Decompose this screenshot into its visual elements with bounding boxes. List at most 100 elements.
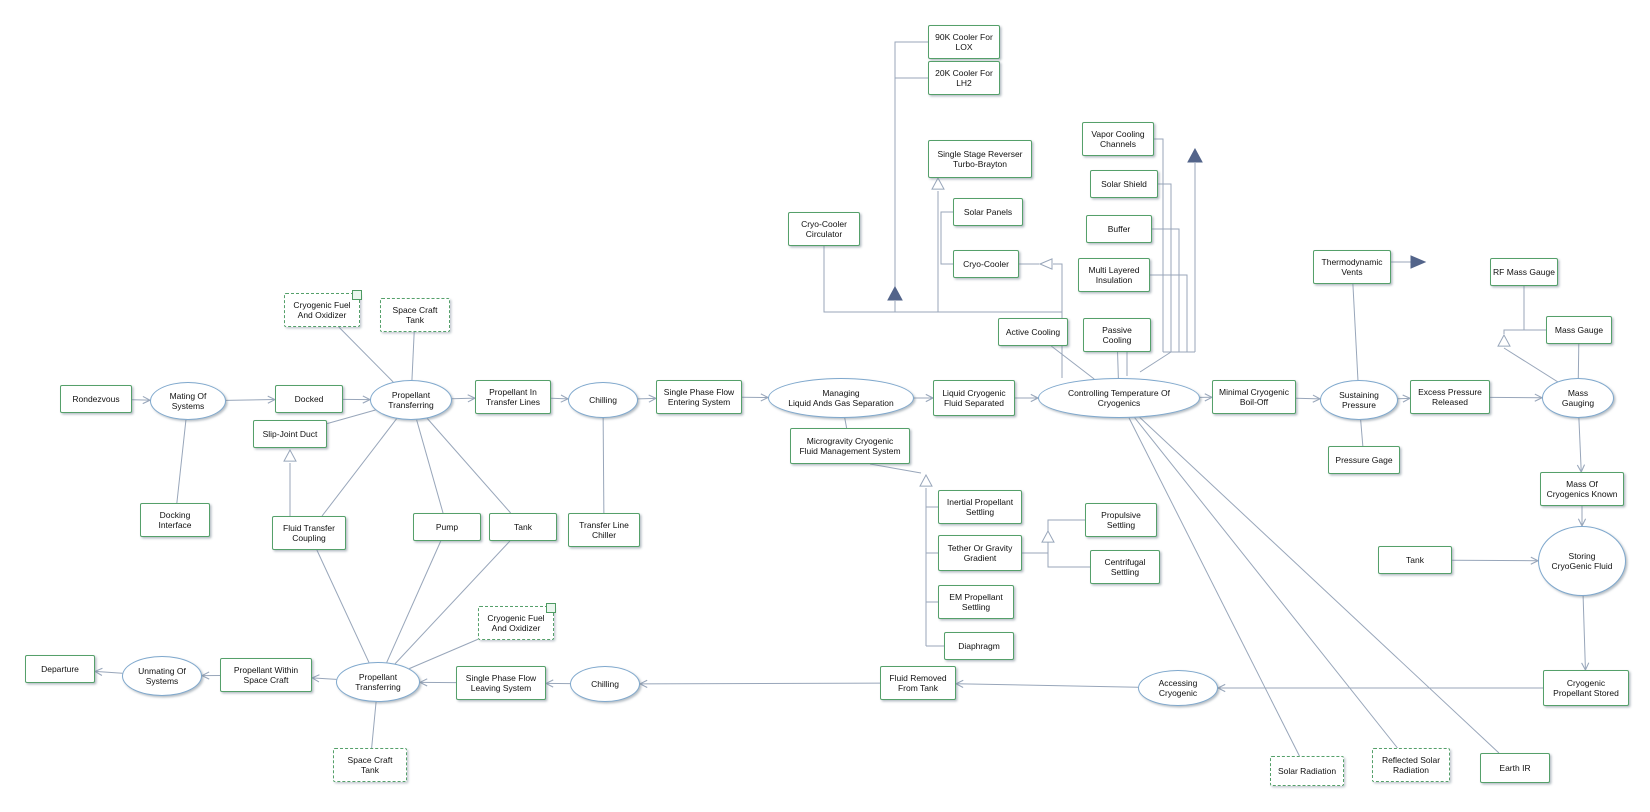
solar-panels[interactable]: Solar Panels <box>953 198 1023 226</box>
mating-of-systems[interactable]: Mating Of Systems <box>150 382 226 420</box>
sustaining-pressure[interactable]: Sustaining Pressure <box>1320 380 1398 420</box>
propellant-transferring-bottom[interactable]: Propellant Transferring <box>336 662 420 702</box>
tank-storage[interactable]: Tank <box>1378 546 1452 574</box>
cryogenic-fuel-oxidizer-bottom-label: Cryogenic Fuel And Oxidizer <box>487 612 545 633</box>
solar-radiation-label: Solar Radiation <box>1277 765 1337 776</box>
controlling-temperature-label: Controlling Temperature Of Cryogenics <box>1068 387 1170 408</box>
cryogenic-fuel-oxidizer-bottom[interactable]: Cryogenic Fuel And Oxidizer <box>478 603 556 640</box>
edge-polyline <box>894 41 928 288</box>
accessing-cryogenic[interactable]: Accessing Cryogenic <box>1138 670 1218 706</box>
cooler-20k-lh2[interactable]: 20K Cooler For LH2 <box>928 61 1000 95</box>
propellant-within-spacecraft[interactable]: Propellant Within Space Craft <box>220 658 312 692</box>
edge-managing-separation-to-microgravity-system <box>844 417 848 429</box>
minimal-cryogenic-boil-off[interactable]: Minimal Cryogenic Boil-Off <box>1212 380 1296 414</box>
cryo-cooler-circulator[interactable]: Cryo-Cooler Circulator <box>788 212 860 246</box>
rf-mass-gauge[interactable]: RF Mass Gauge <box>1490 258 1558 286</box>
excess-pressure-released[interactable]: Excess Pressure Released <box>1410 380 1490 414</box>
pressure-gage[interactable]: Pressure Gage <box>1328 446 1400 474</box>
passive-cooling[interactable]: Passive Cooling <box>1083 318 1151 352</box>
spacecraft-tank-top[interactable]: Space Craft Tank <box>380 298 450 332</box>
chilling-top[interactable]: Chilling <box>568 382 638 418</box>
active-cooling[interactable]: Active Cooling <box>998 318 1068 346</box>
managing-separation-label: Managing Liquid Ands Gas Separation <box>788 387 894 408</box>
thermodynamic-vents-label: Thermodynamic Vents <box>1321 256 1383 277</box>
storing-cryogenic-fluid[interactable]: Storing CryoGenic Fluid <box>1538 526 1626 596</box>
excess-pressure-released-label: Excess Pressure Released <box>1418 386 1482 407</box>
fluid-removed-from-tank[interactable]: Fluid Removed From Tank <box>880 666 956 700</box>
turbo-brayton[interactable]: Single Stage Reverser Turbo-Brayton <box>928 140 1032 178</box>
pump[interactable]: Pump <box>413 513 481 541</box>
inertial-settling[interactable]: Inertial Propellant Settling <box>938 490 1022 524</box>
buffer[interactable]: Buffer <box>1086 215 1152 243</box>
em-propellant-settling[interactable]: EM Propellant Settling <box>938 585 1014 619</box>
rondezvous-label: Rondezvous <box>72 393 120 404</box>
edge-mating-of-systems-to-docked <box>225 400 275 401</box>
cryogenic-propellant-stored[interactable]: Cryogenic Propellant Stored <box>1543 670 1629 706</box>
diaphragm[interactable]: Diaphragm <box>944 632 1014 660</box>
edge-sustaining-pressure-to-pressure-gage <box>1360 419 1364 447</box>
edge-controlling-temperature-to-active-cooling <box>1050 345 1095 380</box>
diaphragm-label: Diaphragm <box>958 640 1000 651</box>
single-phase-flow-entering[interactable]: Single Phase Flow Entering System <box>656 380 742 414</box>
edge-controlling-temperature-to-reflected-solar-radiation <box>1134 417 1398 749</box>
solar-shield[interactable]: Solar Shield <box>1090 170 1158 198</box>
cryo-cooler[interactable]: Cryo-Cooler <box>953 250 1019 278</box>
edge-polyline <box>1152 228 1180 352</box>
departure-label: Departure <box>41 663 79 674</box>
hollow-triangle-icon <box>931 176 945 190</box>
chilling-bottom[interactable]: Chilling <box>570 666 640 702</box>
controlling-temperature[interactable]: Controlling Temperature Of Cryogenics <box>1038 378 1200 418</box>
single-phase-flow-leaving[interactable]: Single Phase Flow Leaving System <box>456 666 546 700</box>
accessing-cryogenic-label: Accessing Cryogenic <box>1158 677 1198 698</box>
solar-radiation[interactable]: Solar Radiation <box>1270 756 1344 786</box>
edge-polyline <box>823 246 1063 378</box>
reflected-solar-radiation-label: Reflected Solar Radiation <box>1381 754 1441 775</box>
propellant-in-transfer-lines[interactable]: Propellant In Transfer Lines <box>475 380 551 414</box>
thermodynamic-vents[interactable]: Thermodynamic Vents <box>1313 250 1391 284</box>
filled-triangle-icon <box>1187 147 1203 163</box>
edge-controlling-temperature-to-solar-radiation <box>1128 417 1300 757</box>
microgravity-system[interactable]: Microgravity Cryogenic Fluid Management … <box>790 428 910 464</box>
rondezvous[interactable]: Rondezvous <box>60 385 132 413</box>
liquid-cryogenic-fluid-separated-label: Liquid Cryogenic Fluid Separated <box>942 387 1006 408</box>
edge-polyline <box>940 211 953 265</box>
multi-layered-insulation[interactable]: Multi Layered Insulation <box>1078 258 1150 292</box>
docked[interactable]: Docked <box>275 385 343 413</box>
earth-ir[interactable]: Earth IR <box>1480 753 1550 783</box>
vapor-cooling-channels[interactable]: Vapor Cooling Channels <box>1082 122 1154 156</box>
propellant-transferring-top-label: Propellant Transferring <box>388 389 434 410</box>
edge-chilling-top-to-transfer-line-chiller <box>602 417 605 514</box>
propellant-transferring-top[interactable]: Propellant Transferring <box>370 380 452 420</box>
unmating-of-systems[interactable]: Unmating Of Systems <box>122 656 202 696</box>
tether-gravity-gradient[interactable]: Tether Or Gravity Gradient <box>938 535 1022 571</box>
slip-joint-duct[interactable]: Slip-Joint Duct <box>253 420 327 448</box>
mass-gauge[interactable]: Mass Gauge <box>1546 316 1612 344</box>
centrifugal-settling[interactable]: Centrifugal Settling <box>1090 550 1160 584</box>
reflected-solar-radiation[interactable]: Reflected Solar Radiation <box>1372 748 1450 782</box>
cooler-90k-lox[interactable]: 90K Cooler For LOX <box>928 25 1000 59</box>
docking-interface[interactable]: Docking Interface <box>140 503 210 537</box>
cryogenic-fuel-oxidizer-top[interactable]: Cryogenic Fuel And Oxidizer <box>284 290 362 327</box>
component-icon <box>352 290 362 300</box>
hollow-triangle-icon <box>1041 529 1055 543</box>
departure[interactable]: Departure <box>25 655 95 683</box>
edge-polyline <box>1139 351 1172 373</box>
mass-of-cryogenics-known[interactable]: Mass Of Cryogenics Known <box>1540 472 1624 506</box>
edge-propellant-transferring-top-to-spacecraft-tank-top <box>411 331 415 381</box>
inertial-settling-label: Inertial Propellant Settling <box>946 496 1014 517</box>
mass-of-cryogenics-known-label: Mass Of Cryogenics Known <box>1546 478 1618 499</box>
managing-separation[interactable]: Managing Liquid Ands Gas Separation <box>768 378 914 418</box>
transfer-line-chiller-label: Transfer Line Chiller <box>579 519 629 540</box>
passive-cooling-label: Passive Cooling <box>1102 324 1132 345</box>
propulsive-settling[interactable]: Propulsive Settling <box>1085 503 1157 537</box>
fluid-transfer-coupling[interactable]: Fluid Transfer Coupling <box>272 516 346 550</box>
mass-gauging[interactable]: Mass Gauging <box>1542 378 1614 418</box>
tank-transfer[interactable]: Tank <box>489 513 557 541</box>
docked-label: Docked <box>294 393 324 404</box>
buffer-label: Buffer <box>1107 223 1131 234</box>
transfer-line-chiller[interactable]: Transfer Line Chiller <box>568 513 640 547</box>
spacecraft-tank-bottom[interactable]: Space Craft Tank <box>333 748 407 782</box>
edge-polyline <box>1150 274 1188 352</box>
edge-mass-gauging-to-mass-gauge <box>1577 343 1580 379</box>
liquid-cryogenic-fluid-separated[interactable]: Liquid Cryogenic Fluid Separated <box>933 380 1015 416</box>
